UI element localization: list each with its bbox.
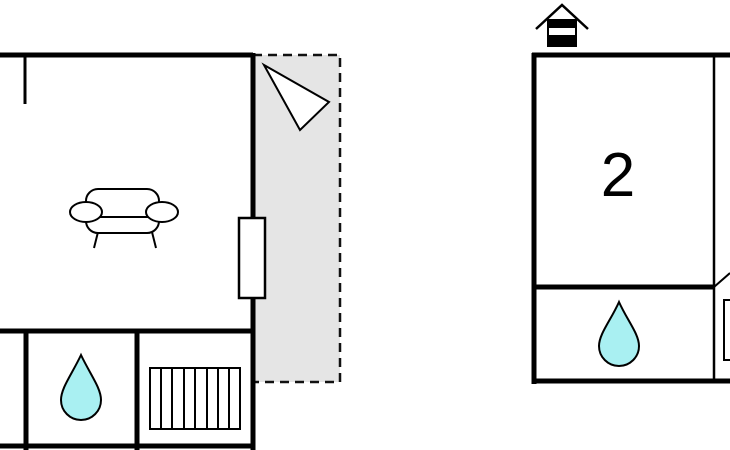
radiator-icon [149,367,241,430]
sofa-icon [69,188,179,249]
water-drop-icon [597,299,641,367]
wall-diagonal [713,272,730,288]
house-entrance-icon [535,3,589,47]
water-drop-icon [59,352,103,421]
room-number-label: 2 [601,141,635,210]
left-building [0,52,256,450]
right-building [531,52,730,384]
terrace-door [237,216,267,300]
terrace [251,53,342,384]
fixture-edge [723,299,730,361]
parasol-icon [261,62,331,132]
